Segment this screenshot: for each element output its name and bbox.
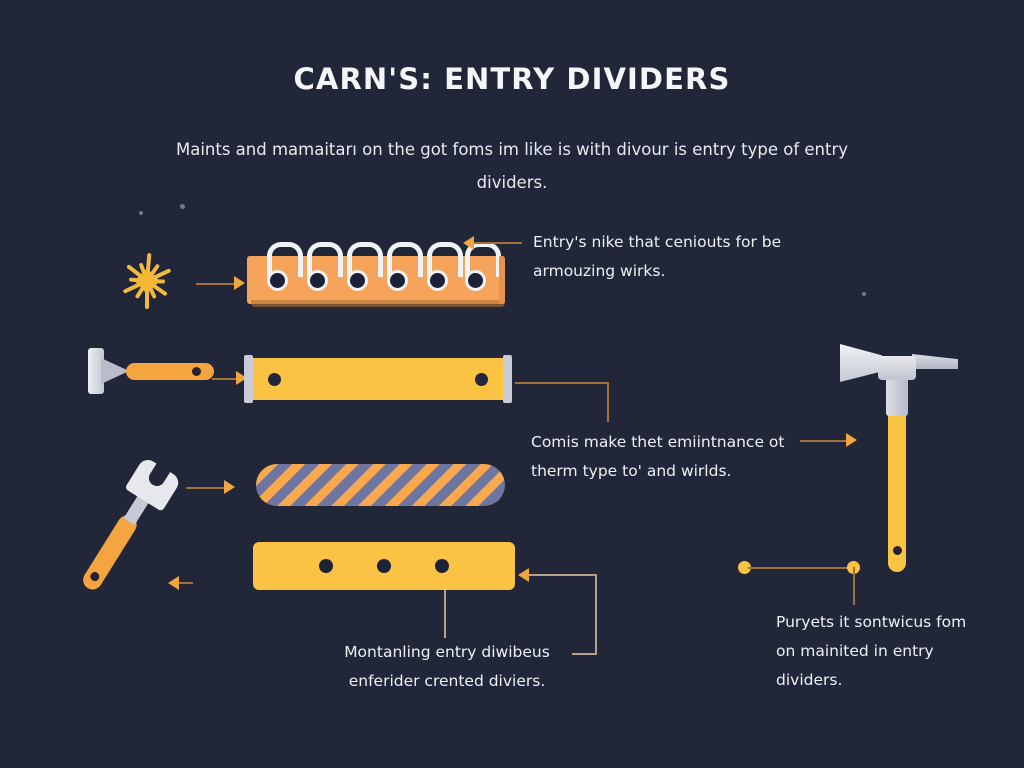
bar-hole — [475, 373, 488, 386]
bar-hole — [268, 373, 281, 386]
connector-line — [800, 440, 848, 442]
connector-line — [853, 567, 855, 605]
decorative-dot — [862, 292, 866, 296]
axe-handle — [888, 410, 906, 572]
tool-sparkle-icon — [112, 246, 184, 318]
connector-line — [212, 378, 238, 380]
connector-line — [474, 242, 522, 244]
arrow-right-icon — [846, 433, 857, 447]
connector-line — [196, 283, 236, 285]
axe-neck — [886, 372, 908, 416]
fork-handle — [79, 511, 141, 594]
divider-bar-punched[interactable] — [253, 542, 515, 590]
coil-hole — [465, 270, 486, 291]
metal-cap-left — [244, 355, 253, 403]
annotation-text-4: Puryets it sontwicus fom on mainited in … — [776, 613, 967, 689]
metal-cap-right — [503, 355, 512, 403]
arrow-right-icon — [224, 480, 235, 494]
connector-line — [186, 487, 226, 489]
connector-line — [595, 574, 597, 654]
axe-blade — [840, 344, 882, 382]
bar-hole — [319, 559, 333, 573]
page-subtitle: Maints and mamaitarı on the got foms im … — [175, 140, 849, 192]
divider-bar-capped[interactable] — [244, 355, 512, 403]
connector-line — [515, 382, 609, 384]
arrow-left-icon — [168, 576, 179, 590]
decorative-dot — [180, 204, 185, 209]
axe-pry-spike — [912, 354, 958, 369]
decorative-dot — [139, 211, 143, 215]
arrow-left-icon — [518, 568, 529, 582]
tool-scraper-icon — [88, 348, 218, 396]
tool-axe-icon — [838, 338, 968, 578]
coil-icon — [347, 242, 383, 277]
axe-eye — [878, 356, 916, 380]
arrow-right-icon — [236, 371, 247, 385]
connector-line — [444, 590, 446, 638]
scraper-neck — [101, 358, 129, 384]
divider-bar-spiral[interactable] — [247, 242, 505, 307]
annotation-text-3: Montanling entry diwibeus enferider cren… — [344, 643, 550, 690]
bar-hole — [435, 559, 449, 573]
coil-icon — [427, 242, 463, 277]
coil-icon — [267, 242, 303, 277]
coil-icon — [387, 242, 423, 277]
coil-hole — [347, 270, 368, 291]
arrow-right-icon — [234, 276, 245, 290]
connector-line — [607, 382, 609, 422]
coil-hole — [387, 270, 408, 291]
connector-node — [738, 561, 751, 574]
scraper-blade — [88, 348, 104, 394]
axe-handle-hole — [893, 546, 902, 555]
coil-hole — [427, 270, 448, 291]
scraper-handle-hole — [192, 367, 201, 376]
arrow-left-icon — [463, 236, 474, 250]
scraper-handle — [126, 363, 214, 380]
coil-icon — [307, 242, 343, 277]
connector-line — [179, 582, 193, 584]
connector-line — [529, 574, 597, 576]
coil-hole — [307, 270, 328, 291]
bar-hole — [377, 559, 391, 573]
coil-hole — [267, 270, 288, 291]
divider-bar-striped[interactable] — [256, 464, 505, 506]
annotation-text-1: Entry's nike that ceniouts for be armouz… — [533, 233, 782, 280]
bar-shadow — [251, 300, 505, 307]
connector-line — [572, 653, 597, 655]
page-title: CARN'S: ENTRY DIVIDERS — [293, 62, 731, 96]
annotation-text-2: Comis make thet emiintnance ot therm typ… — [531, 433, 785, 480]
connector-line — [748, 567, 854, 569]
